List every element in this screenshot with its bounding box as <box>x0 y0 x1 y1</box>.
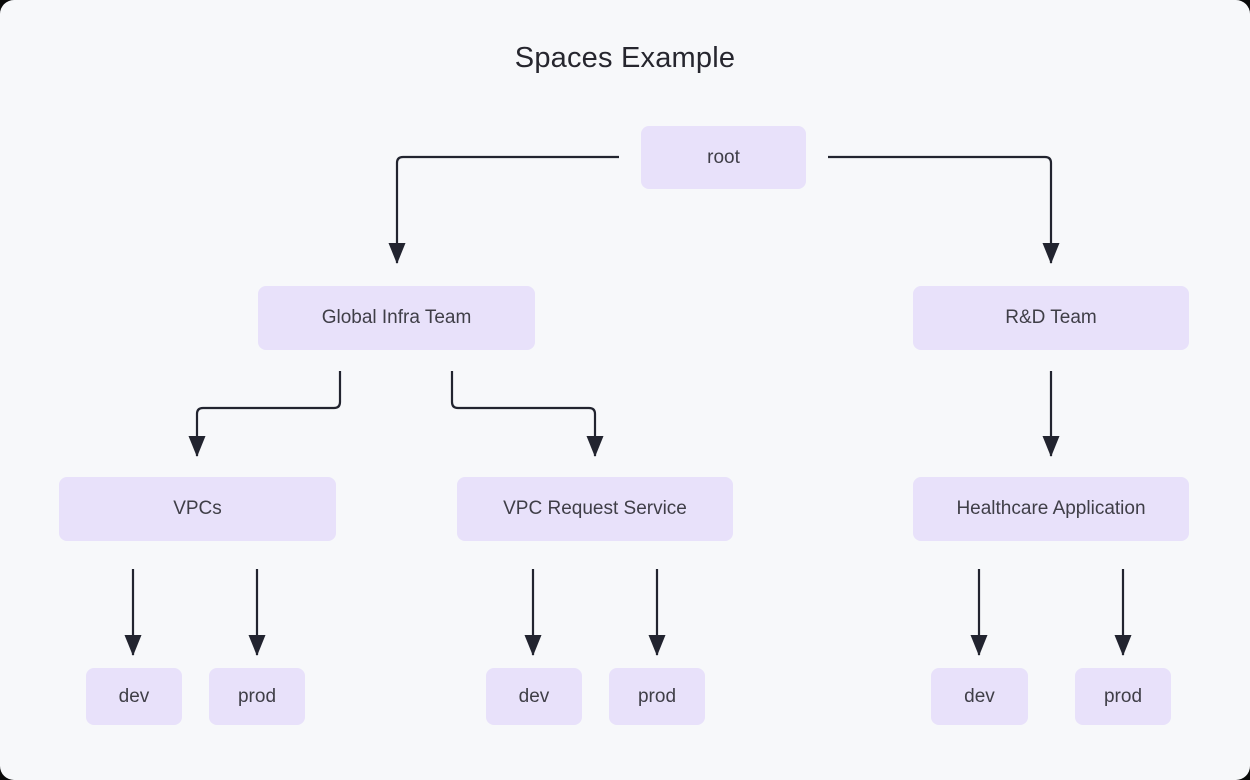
edge-root-to-rd-team <box>828 155 1060 264</box>
node-healthcare-application: Healthcare Application <box>913 477 1189 541</box>
node-label: R&D Team <box>1005 307 1097 328</box>
node-label: dev <box>964 685 995 707</box>
node-label: prod <box>237 685 277 707</box>
node-label: VPCs <box>173 498 222 519</box>
node-label: Global Infra Team <box>321 307 472 328</box>
node-label: dev <box>518 685 550 707</box>
node-vpcs: VPCs <box>59 477 336 541</box>
node-vpc-request-service: VPC Request Service <box>457 477 733 541</box>
node-vrs-dev: dev <box>486 668 582 725</box>
node-label: dev <box>118 685 150 707</box>
node-vrs-prod: prod <box>609 668 705 725</box>
node-label: prod <box>637 685 677 707</box>
node-root: root <box>641 126 806 189</box>
node-label: root <box>707 146 740 168</box>
edge-global-infra-team-to-vpc-request-service <box>450 371 604 457</box>
node-rd-team: R&D Team <box>913 286 1189 350</box>
node-vpcs-prod: prod <box>209 668 305 725</box>
node-ha-dev: dev <box>931 668 1028 725</box>
node-label: VPC Request Service <box>503 498 687 519</box>
edge-root-to-global-infra-team <box>388 155 619 264</box>
edge-global-infra-team-to-vpcs <box>188 371 342 457</box>
node-ha-prod: prod <box>1075 668 1171 725</box>
diagram-title: Spaces Example <box>514 42 736 74</box>
node-label: Healthcare Application <box>956 498 1146 519</box>
node-label: prod <box>1103 685 1143 707</box>
node-global-infra-team: Global Infra Team <box>258 286 535 350</box>
node-vpcs-dev: dev <box>86 668 182 725</box>
